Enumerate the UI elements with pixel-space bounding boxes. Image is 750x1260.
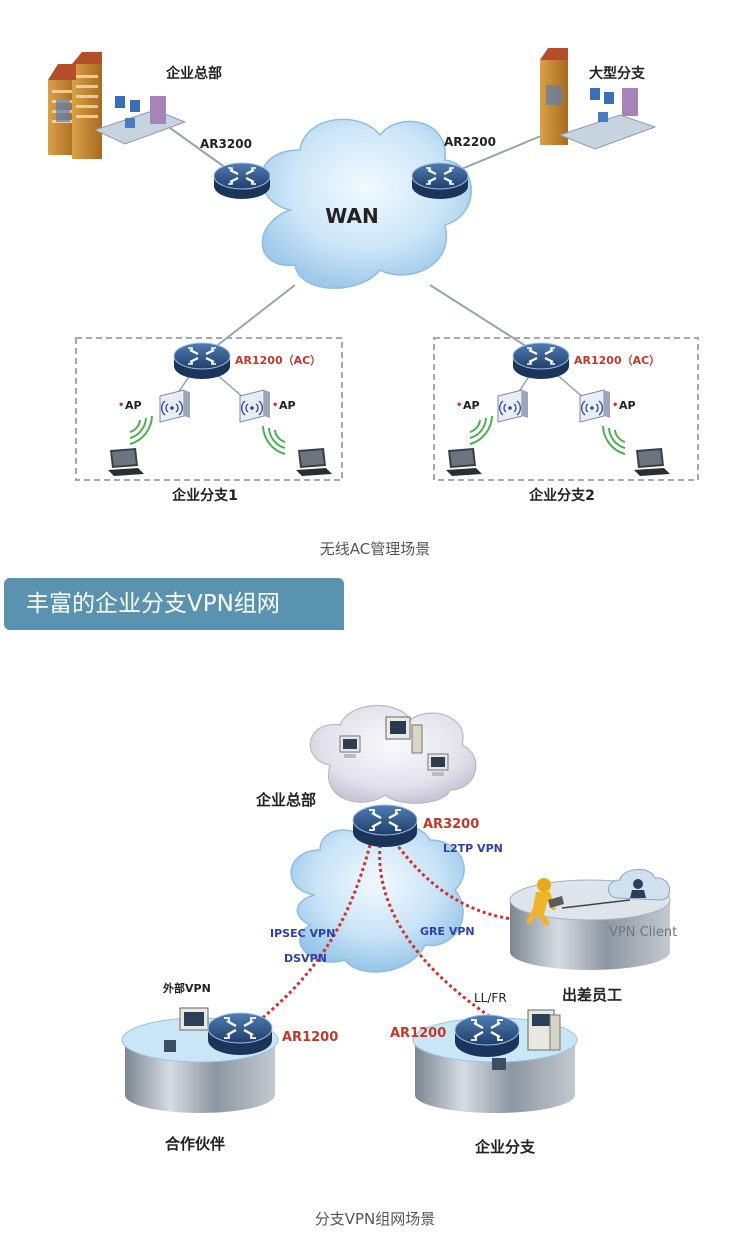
diagram2-caption: 分支VPN组网场景 (314, 1210, 436, 1228)
large-branch-label: 大型分支 (589, 65, 646, 82)
branch2-ap-right-icon (579, 389, 611, 423)
wan-label: WAN (325, 204, 378, 228)
ipsec-label: IPSEC VPN (270, 927, 335, 940)
hq-router-icon (351, 803, 419, 849)
partner-router-label: AR1200 (282, 1030, 338, 1045)
partner-server-icon (164, 1007, 209, 1052)
vpn-client-label: VPN Client (609, 925, 677, 940)
hq-label: 企业总部 (165, 65, 222, 82)
diagram1-caption: 无线AC管理场景 (319, 540, 431, 558)
hq-router-label: AR3200 (200, 137, 252, 151)
hq-building-icon (48, 52, 187, 159)
branch1-ap-right-label: AP (279, 399, 296, 412)
branch-router-icon (410, 161, 470, 201)
branch2-ap-left-icon (497, 389, 529, 423)
branch-router-label: AR2200 (444, 135, 496, 149)
wireless-ac-diagram: WAN 企业总部 大型分支 AR3200 AR2200 AR1200（AC） (48, 48, 699, 504)
dsvpn-label: DSVPN (284, 952, 327, 965)
hq-label: 企业总部 (255, 791, 316, 809)
hq-router-icon (212, 161, 272, 201)
wan-cloud (260, 118, 472, 289)
svg-text:•: • (118, 400, 124, 411)
wifi-waves-icon (602, 425, 626, 455)
branch1-ap-left-icon (159, 389, 191, 423)
wifi-waves-icon (129, 415, 153, 445)
hq-router-label: AR3200 (423, 817, 479, 832)
branch2-ap-left-label: AP (463, 399, 480, 412)
branch-label: 企业分支 (474, 1138, 536, 1156)
l2tp-label: L2TP VPN (443, 842, 503, 855)
traveler-label: 出差员工 (562, 986, 622, 1004)
partner-platform (121, 1017, 279, 1113)
svg-text:•: • (272, 400, 278, 411)
svg-text:•: • (612, 400, 618, 411)
section-banner: 丰富的企业分支VPN组网 (4, 578, 344, 630)
laptop-icon (296, 448, 332, 476)
gre-label: GRE VPN (420, 925, 475, 938)
partner-label: 合作伙伴 (164, 1135, 225, 1153)
laptop-icon (634, 448, 670, 476)
branch1-label: 企业分支1 (171, 487, 238, 504)
branch1-ac-router-icon (172, 341, 232, 381)
branch1-ap-right-icon (239, 389, 271, 423)
branch2-router-label: AR1200（AC） (574, 354, 660, 367)
branch-server-icon (492, 1009, 561, 1070)
branch2-box (433, 337, 699, 481)
branch1-router-label: AR1200（AC） (235, 354, 321, 367)
branch1-box (75, 337, 343, 481)
branch-router-label: AR1200 (390, 1026, 446, 1041)
partner-vpn-label: 外部VPN (162, 981, 211, 995)
svg-text:•: • (456, 400, 462, 411)
branch1-ap-left-label: AP (125, 399, 142, 412)
laptop-icon (108, 448, 144, 476)
branch-vpn-diagram: 企业总部 AR3200 L2TP VPN IPSEC VPN DSVPN GRE… (121, 705, 677, 1156)
partner-router-icon (206, 1011, 274, 1057)
branch2-ap-right-label: AP (619, 399, 636, 412)
branch2-label: 企业分支2 (528, 487, 595, 504)
hq-cloud (309, 705, 477, 804)
laptop-icon (446, 448, 482, 476)
llfr-label: LL/FR (474, 991, 507, 1005)
branch-router-icon (453, 1013, 521, 1059)
wifi-waves-icon (262, 425, 286, 455)
large-branch-building-icon (540, 48, 657, 150)
vpn-client-cloud-icon (608, 869, 670, 901)
traveler-person-icon (526, 878, 631, 926)
branch2-ac-router-icon (511, 341, 571, 381)
wifi-waves-icon (469, 415, 493, 445)
